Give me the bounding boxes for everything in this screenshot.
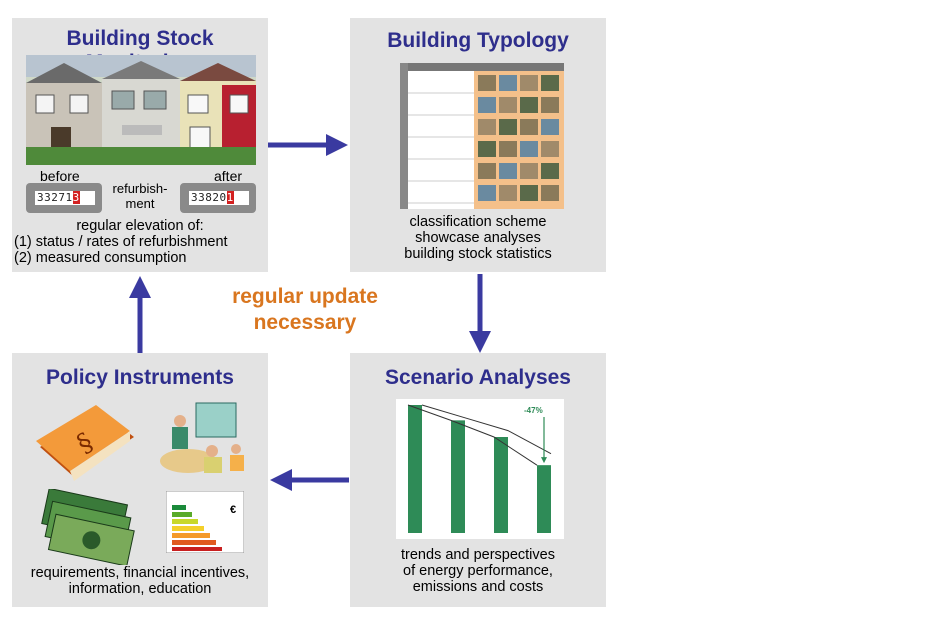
typology-thumbnail	[520, 97, 538, 113]
refurbishment-label: refurbish- ment	[102, 181, 178, 211]
houses-photo	[26, 55, 256, 165]
typology-thumbnail	[499, 141, 517, 157]
typology-caption-line3: building stock statistics	[404, 246, 552, 262]
scenario-caption-line1: trends and perspectives	[401, 547, 555, 563]
scenario-caption-line2: of energy performance,	[403, 563, 553, 579]
money-icon	[41, 489, 135, 565]
panel-scenario-analyses: Scenario Analyses -47% trends and perspe…	[350, 353, 606, 607]
typology-thumbnail	[520, 185, 538, 201]
typology-thumbnail	[541, 163, 559, 179]
typology-thumbnail	[520, 119, 538, 135]
typology-thumbnail	[520, 163, 538, 179]
typology-thumbnail	[478, 97, 496, 113]
regular-update-line2: necessary	[253, 311, 357, 334]
after-label: after	[214, 168, 243, 184]
before-label: before	[40, 168, 80, 184]
panel-building-typology: Building Typology classification scheme …	[350, 18, 606, 272]
typology-thumbnail	[478, 185, 496, 201]
typology-thumbnail	[541, 141, 559, 157]
meter-after-red-digit: 1	[226, 191, 234, 204]
meter-after-digits: 33820	[191, 191, 227, 204]
scenario-bar	[537, 465, 551, 533]
regular-update-note: regular update necessary	[200, 284, 410, 336]
refurbishment-label-line2: ment	[125, 196, 155, 211]
panel-title: Building Typology	[387, 29, 569, 52]
meter-before-digits: 33271	[37, 191, 73, 204]
typology-caption-line1: classification scheme	[409, 214, 547, 230]
typology-thumbnail	[499, 185, 517, 201]
meter-before-red-digit: 3	[72, 191, 80, 204]
monitoring-caption-line2: (1) status / rates of refurbishment	[14, 234, 228, 250]
reduction-label: -47%	[524, 406, 543, 415]
typology-thumbnail	[478, 75, 496, 91]
typology-matrix-image	[400, 63, 564, 209]
teacher-icon	[160, 402, 244, 473]
monitoring-caption-line3: (2) measured consumption	[14, 250, 187, 266]
monitoring-caption-line1: regular elevation of:	[76, 218, 204, 234]
panel-building-stock-monitoring: Building Stock Monitoring before after r…	[12, 18, 268, 272]
typology-thumbnail	[499, 163, 517, 179]
meter-before: 332713	[26, 183, 102, 213]
scenario-bar	[451, 420, 465, 533]
refurbishment-label-line1: refurbish-	[112, 181, 168, 196]
scenario-trend-line	[407, 404, 538, 466]
typology-thumbnail	[541, 75, 559, 91]
reduction-arrow-head	[541, 457, 547, 464]
typology-thumbnail	[520, 141, 538, 157]
typology-thumbnail	[478, 119, 496, 135]
scenario-trend-line	[421, 404, 552, 455]
typology-thumbnail	[499, 119, 517, 135]
typology-thumbnail	[499, 75, 517, 91]
typology-thumbnail	[520, 75, 538, 91]
energy-label-icon: €	[166, 491, 244, 553]
scenario-bar	[494, 437, 508, 533]
typology-thumbnail	[478, 163, 496, 179]
typology-thumbnail	[478, 141, 496, 157]
typology-thumbnail	[541, 119, 559, 135]
euro-symbol: €	[230, 504, 236, 516]
typology-thumbnail	[499, 97, 517, 113]
typology-caption-line2: showcase analyses	[415, 230, 541, 246]
scenario-bar	[408, 405, 422, 533]
regular-update-line1: regular update	[232, 285, 378, 308]
scenario-caption-line3: emissions and costs	[412, 579, 544, 595]
panel-title: Policy Instruments	[46, 366, 234, 389]
meter-after: 338201	[180, 183, 256, 213]
panel-title: Scenario Analyses	[385, 366, 571, 389]
policy-caption-line1: requirements, financial incentives,	[30, 565, 250, 581]
policy-caption-line2: information, education	[68, 581, 212, 597]
typology-thumbnail	[541, 97, 559, 113]
typology-thumbnail	[541, 185, 559, 201]
panel-policy-instruments: Policy Instruments § €	[12, 353, 268, 607]
law-book-icon: §	[36, 405, 134, 481]
scenario-chart: -47%	[396, 399, 564, 539]
